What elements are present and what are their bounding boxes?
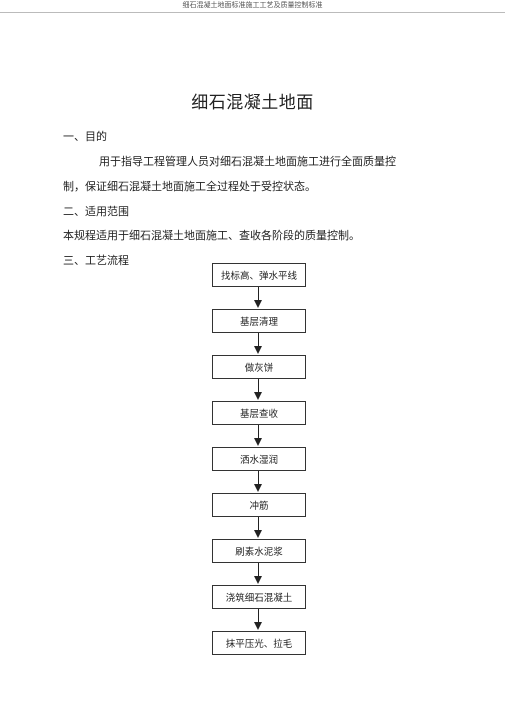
flow-arrow-1 [212, 287, 306, 309]
arrow-down-icon [254, 622, 262, 630]
scope-heading: 二、适用范围 [63, 205, 129, 218]
flow-step-9: 抹平压光、拉毛 [212, 631, 306, 655]
arrow-down-icon [254, 576, 262, 584]
flow-step-5: 洒水湿润 [212, 447, 306, 471]
page-header: 细石混凝土地面标准施工工艺及质量控制标准 [0, 0, 505, 13]
flow-step-2: 基层清理 [212, 309, 306, 333]
document-title: 细石混凝土地面 [191, 93, 314, 113]
process-flowchart: 找标高、弹水平线 基层清理 做灰饼 基层查收 洒水湿润 冲筋 刷素水泥浆 浇筑细… [212, 263, 306, 655]
flow-step-4: 基层查收 [212, 401, 306, 425]
flow-step-8: 浇筑细石混凝土 [212, 585, 306, 609]
flow-step-1: 找标高、弹水平线 [212, 263, 306, 287]
arrow-down-icon [254, 346, 262, 354]
flow-arrow-4 [212, 425, 306, 447]
arrow-down-icon [254, 392, 262, 400]
arrow-down-icon [254, 438, 262, 446]
purpose-text-line-2: 制，保证细石混凝土地面施工全过程处于受控状态。 [63, 180, 316, 193]
flow-step-3: 做灰饼 [212, 355, 306, 379]
flow-arrow-3 [212, 379, 306, 401]
flow-step-6: 冲筋 [212, 493, 306, 517]
flow-arrow-2 [212, 333, 306, 355]
purpose-heading: 一、目的 [63, 130, 107, 143]
arrow-down-icon [254, 300, 262, 308]
purpose-text-line-1: 用于指导工程管理人员对细石混凝土地面施工进行全面质量控 [99, 155, 396, 168]
flow-arrow-7 [212, 563, 306, 585]
flow-arrow-5 [212, 471, 306, 493]
process-heading: 三、工艺流程 [63, 254, 129, 267]
flow-arrow-6 [212, 517, 306, 539]
scope-text: 本规程适用于细石混凝土地面施工、查收各阶段的质量控制。 [63, 229, 360, 242]
arrow-down-icon [254, 530, 262, 538]
flow-step-7: 刷素水泥浆 [212, 539, 306, 563]
flow-arrow-8 [212, 609, 306, 631]
arrow-down-icon [254, 484, 262, 492]
